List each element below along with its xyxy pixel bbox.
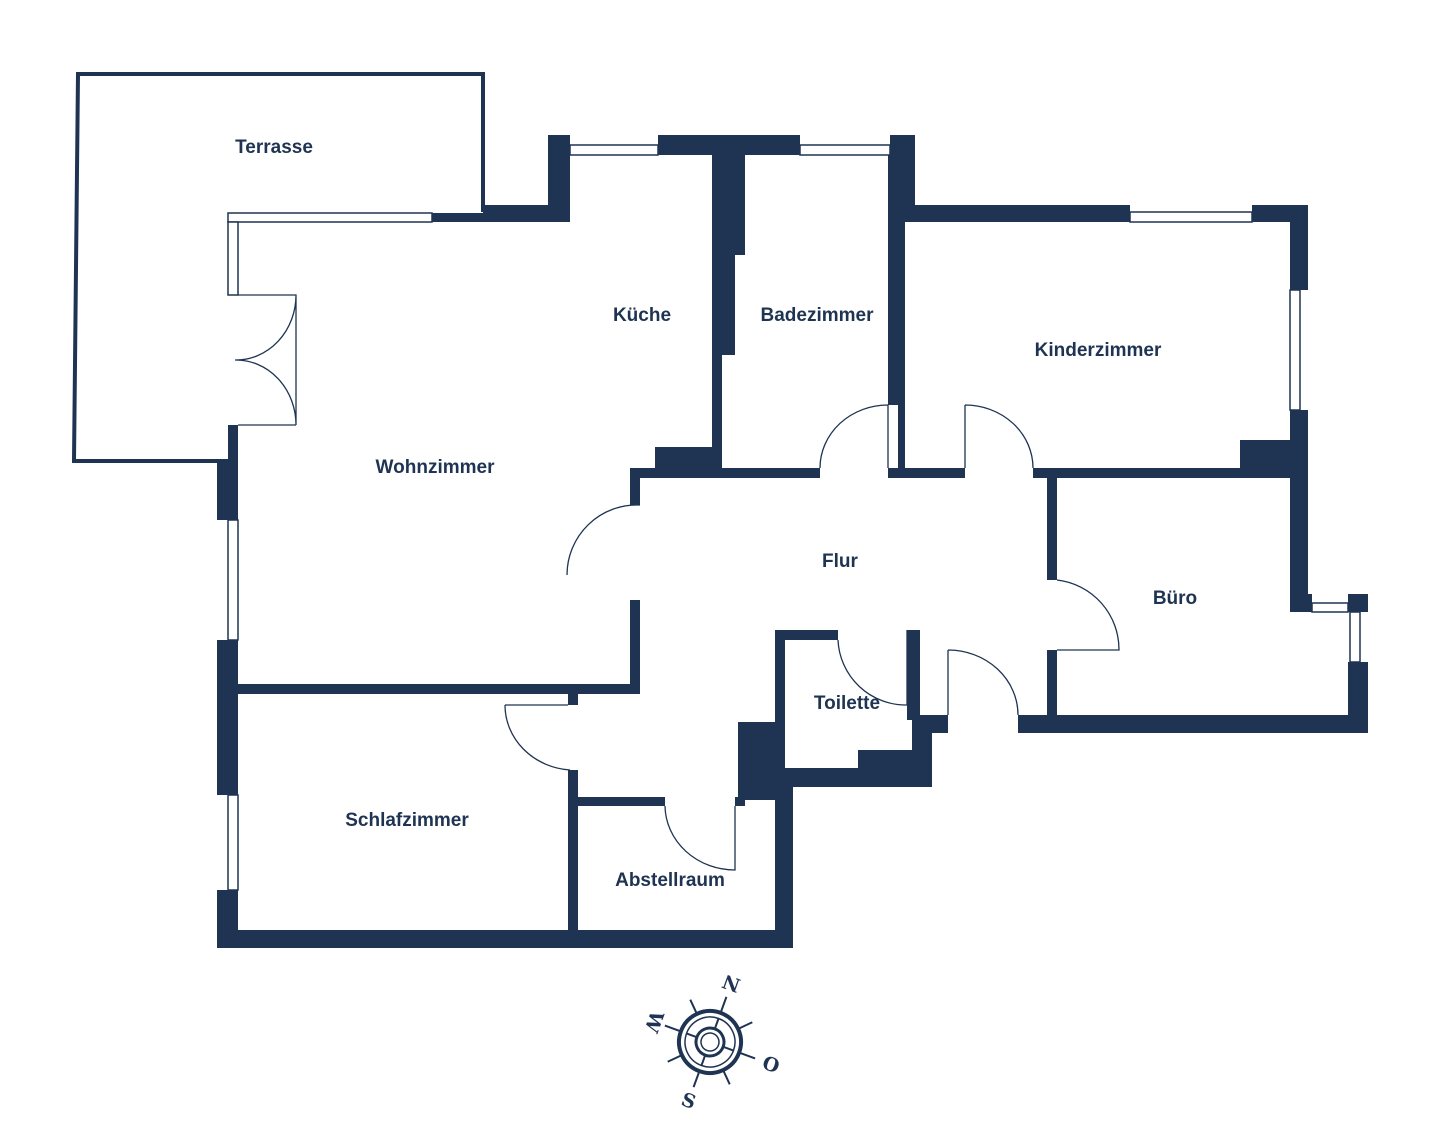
- label-bedroom: Schlafzimmer: [345, 810, 469, 831]
- wall: [775, 787, 793, 948]
- wall: [785, 768, 932, 787]
- wall: [1290, 205, 1308, 290]
- window: [1311, 602, 1349, 613]
- wall: [432, 213, 492, 222]
- bedroom-door: [504, 704, 571, 771]
- compass-north: N: [720, 969, 744, 996]
- window: [227, 794, 239, 891]
- compass-spoke: [664, 1024, 681, 1032]
- terrace-outline: [71, 72, 485, 463]
- wall: [578, 797, 665, 806]
- entrance-door: [947, 649, 1019, 716]
- wall: [1348, 594, 1368, 612]
- wall: [888, 155, 898, 405]
- wall: [888, 468, 965, 478]
- window: [227, 519, 239, 641]
- living-room-door: [566, 504, 641, 576]
- compass-spoke: [722, 1071, 731, 1085]
- label-kids-room: Kinderzimmer: [1035, 340, 1162, 361]
- compass-south: S: [678, 1089, 698, 1114]
- wall: [548, 135, 570, 222]
- wall: [722, 255, 735, 355]
- window: [799, 144, 891, 156]
- wall: [568, 770, 578, 930]
- windows: [227, 144, 1361, 891]
- room-labels: Terrasse Küche Badezimmer Kinderzimmer W…: [235, 137, 1197, 891]
- wall: [1290, 410, 1308, 612]
- wall: [905, 205, 1130, 222]
- toilet-door: [837, 630, 908, 706]
- wall: [658, 135, 800, 155]
- office-door: [1056, 579, 1120, 651]
- wall: [655, 447, 712, 468]
- wall: [217, 640, 238, 795]
- compass-spoke: [692, 1071, 700, 1088]
- wall: [217, 461, 238, 520]
- wall: [1047, 478, 1057, 580]
- wall: [630, 468, 820, 478]
- label-hallway: Flur: [822, 551, 858, 572]
- kids-room-door: [964, 404, 1034, 469]
- doors: [234, 294, 1120, 871]
- wall: [1033, 468, 1290, 478]
- bathroom-door: [819, 404, 889, 469]
- wall: [1047, 650, 1057, 715]
- wall: [1018, 715, 1368, 733]
- label-bathroom: Badezimmer: [761, 305, 875, 326]
- wall: [568, 692, 578, 705]
- wall: [775, 630, 785, 790]
- wall: [630, 600, 640, 692]
- window: [227, 221, 239, 296]
- compass-west: W: [639, 1007, 668, 1036]
- wall: [217, 930, 793, 948]
- terrace-door: [234, 294, 297, 426]
- label-kitchen: Küche: [613, 305, 671, 326]
- label-living-room: Wohnzimmer: [376, 457, 496, 478]
- wall: [483, 205, 570, 222]
- label-toilet: Toilette: [814, 693, 880, 714]
- compass-spoke: [739, 1021, 753, 1030]
- compass-spoke: [739, 1052, 756, 1060]
- wall: [735, 797, 745, 806]
- window: [569, 144, 659, 156]
- wall: [1290, 594, 1312, 612]
- label-terrace: Terrasse: [235, 137, 313, 158]
- wall: [712, 135, 722, 468]
- compass-spoke: [689, 999, 698, 1013]
- wall: [907, 630, 920, 720]
- walls: [217, 135, 1368, 948]
- storage-door: [664, 805, 736, 871]
- wall: [775, 630, 838, 640]
- window: [1129, 211, 1253, 223]
- window: [1289, 289, 1301, 411]
- label-office: Büro: [1153, 588, 1197, 609]
- compass-spoke: [720, 996, 728, 1013]
- wall: [630, 468, 640, 505]
- wall: [238, 684, 640, 694]
- window: [227, 212, 433, 223]
- compass-east: O: [760, 1050, 783, 1076]
- wall: [898, 205, 905, 470]
- wall: [1240, 440, 1290, 468]
- window: [1349, 611, 1361, 663]
- compass-spoke: [667, 1054, 681, 1063]
- compass-icon: W O S N: [639, 969, 783, 1114]
- wall: [722, 155, 745, 255]
- label-storage: Abstellraum: [615, 870, 725, 891]
